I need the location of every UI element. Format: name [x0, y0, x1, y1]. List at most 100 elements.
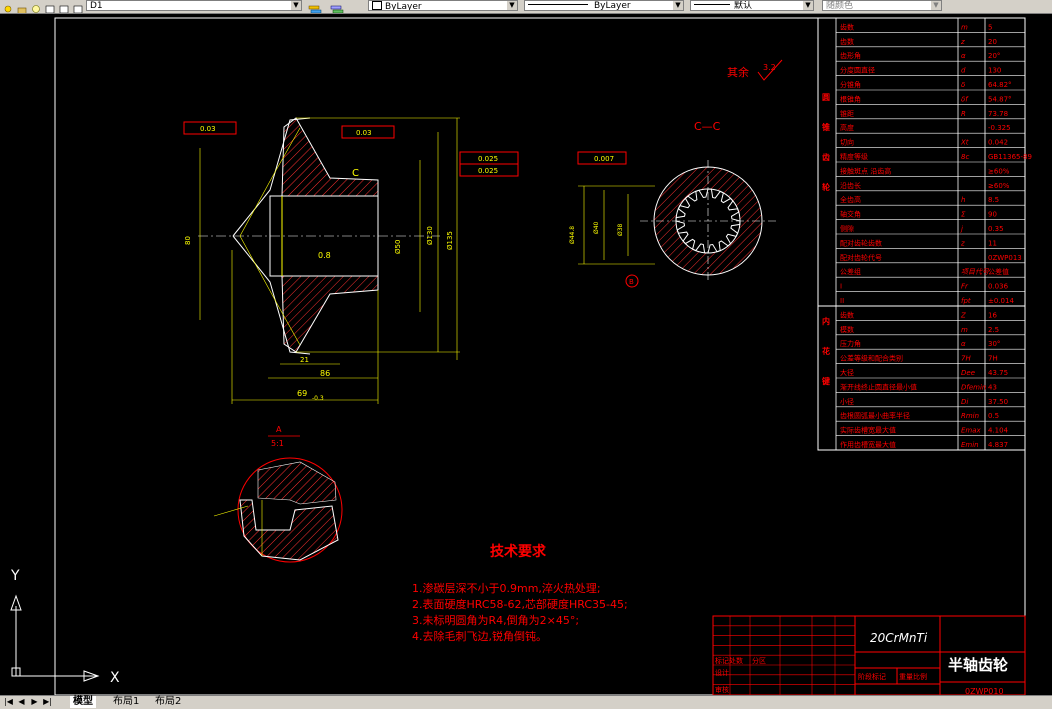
param-symbol: Di	[961, 398, 968, 406]
lower-tooth-section	[281, 275, 379, 353]
param-value: 0.5	[988, 412, 999, 420]
drawing-canvas[interactable]: 69 -0.3 86 21 80 Ø130 Ø135 Ø50 0.8 C 0.0…	[0, 14, 1052, 695]
layout-tabs-bar: |◀ ◀ ▶ ▶| 模型 布局1 布局2	[0, 695, 1052, 709]
chevron-down-icon[interactable]: ▼	[291, 1, 301, 10]
chevron-down-icon[interactable]: ▼	[803, 1, 813, 10]
tol-value-2: 0.03	[356, 129, 372, 137]
tol-value-3: 0.025	[478, 155, 498, 163]
param-symbol: m	[961, 23, 968, 31]
param-name: 齿数	[840, 22, 854, 31]
param-name: 切向	[840, 138, 854, 147]
param-symbol: R	[961, 110, 966, 118]
linetype-dropdown[interactable]: ByLayer ▼	[524, 0, 684, 11]
properties-toolbar: D1 ▼ ByLayer ▼ ByLayer ▼ 默认 ▼ 随颜色 ▼	[0, 0, 1052, 14]
param-symbol: Dee	[961, 369, 975, 377]
title-block[interactable]: 20CrMnTi 半轴齿轮 0ZWP010 标记处数 分区 设计 审核 阶段标记…	[712, 615, 1026, 695]
param-name: 小径	[840, 397, 854, 406]
spline-section-view[interactable]: C—C Ø44.8 Ø40 Ø38 B	[569, 120, 778, 288]
dim-d130: Ø130	[426, 226, 434, 245]
tab-prev-icon[interactable]: ◀	[18, 697, 25, 706]
tol-value-5: 0.007	[594, 155, 614, 163]
param-name: 精度等级	[840, 152, 868, 161]
tab-first-icon[interactable]: |◀	[4, 697, 13, 706]
lock-icon[interactable]	[16, 0, 28, 13]
param-symbol: m	[961, 326, 968, 334]
tab-layout1[interactable]: 布局1	[113, 696, 140, 707]
dim-d44: Ø44.8	[569, 226, 576, 244]
param-name: 公差等级和配合类别	[840, 354, 903, 363]
tolerance-frame-2	[341, 125, 395, 139]
tol-value-4: 0.025	[478, 167, 498, 175]
param-value: 90	[988, 211, 997, 219]
layers-icon[interactable]	[308, 0, 322, 13]
layer-dropdown[interactable]: D1 ▼	[86, 0, 302, 11]
detail-label: A	[276, 425, 282, 434]
param-name: I	[840, 283, 842, 291]
param-name: 作用齿槽宽最大值	[840, 440, 896, 449]
color-dropdown[interactable]: ByLayer ▼	[368, 0, 518, 11]
param-name: 压力角	[840, 339, 861, 348]
dim-d135: Ø135	[446, 231, 454, 250]
layer-previous-icon[interactable]	[330, 0, 344, 13]
chevron-down-icon[interactable]: ▼	[673, 1, 683, 10]
lineweight-dropdown[interactable]: 默认 ▼	[690, 0, 814, 11]
param-name: 渐开线终止圆直径最小值	[840, 382, 917, 391]
param-symbol: δf	[961, 95, 969, 103]
section-marker-c: C	[352, 168, 359, 179]
dim-tol: -0.3	[312, 395, 324, 402]
param-symbol: Emax	[961, 427, 982, 435]
surface-0.8: 0.8	[318, 251, 331, 260]
ucs-x-label: X	[110, 670, 120, 686]
layer-square-icon-2[interactable]	[72, 0, 84, 13]
param-symbol: z	[960, 38, 965, 46]
color-value: ByLayer	[385, 2, 422, 11]
param-value: 11	[988, 239, 997, 247]
param-value: 30°	[988, 340, 1000, 348]
param-name: 根锥角	[840, 94, 861, 103]
plotstyle-value: 随颜色	[826, 1, 854, 11]
param-value: 37.50	[988, 398, 1008, 406]
layer-color-icon[interactable]	[44, 0, 56, 13]
param-name: 锥距	[840, 109, 854, 118]
param-group-label: 圆	[822, 93, 830, 102]
dim-d40: Ø40	[593, 221, 600, 234]
plotstyle-dropdown[interactable]: 随颜色 ▼	[822, 0, 942, 11]
tab-layout2[interactable]: 布局2	[155, 696, 182, 707]
bulb-icon[interactable]	[30, 0, 42, 13]
chevron-down-icon[interactable]: ▼	[507, 1, 517, 10]
param-value: GB11365-89	[988, 153, 1032, 161]
param-name: 模数	[840, 325, 854, 334]
layer-name: D1	[90, 1, 103, 11]
technical-requirements: 技术要求 1.渗碳层深不小于0.9mm,淬火热处理; 2.表面硬度HRC58-6…	[412, 543, 628, 643]
param-value: 0.042	[988, 139, 1008, 147]
param-symbol: Emin	[961, 441, 979, 449]
param-symbol: Z	[960, 311, 966, 319]
layer-square-icon[interactable]	[58, 0, 70, 13]
param-symbol: δ	[961, 81, 965, 89]
detail-view-a[interactable]: A 5:1	[213, 425, 343, 563]
lineweight-value: 默认	[734, 1, 753, 11]
surface-finish-note: 其余	[727, 65, 749, 79]
param-value: 0.036	[988, 283, 1009, 291]
ucs-y-label: Y	[10, 568, 20, 584]
datum-b-circle	[625, 274, 639, 288]
param-name: 大径	[840, 368, 854, 377]
tech-req-1: 1.渗碳层深不小于0.9mm,淬火热处理;	[412, 581, 601, 595]
tab-last-icon[interactable]: ▶|	[43, 697, 52, 706]
chevron-down-icon[interactable]: ▼	[931, 1, 941, 10]
sun-icon[interactable]	[2, 0, 14, 13]
tab-model[interactable]: 模型	[70, 696, 96, 708]
param-group-label: 内	[822, 316, 830, 326]
param-name: 分度圆直径	[840, 66, 875, 75]
datum-b-label: B	[629, 278, 634, 286]
param-symbol: Σ	[961, 211, 966, 219]
param-name: 实际齿槽宽最大值	[840, 426, 896, 435]
param-name: 齿数	[840, 37, 854, 46]
param-value: ≥60%	[988, 167, 1010, 175]
param-name: 配对齿轮代号	[840, 253, 882, 262]
tab-next-icon[interactable]: ▶	[31, 697, 38, 706]
param-name: 公差组	[840, 267, 861, 276]
gear-section-view[interactable]: 69 -0.3 86 21 80 Ø130 Ø135 Ø50 0.8 C 0.0…	[183, 117, 627, 404]
param-symbol: z	[960, 239, 965, 247]
